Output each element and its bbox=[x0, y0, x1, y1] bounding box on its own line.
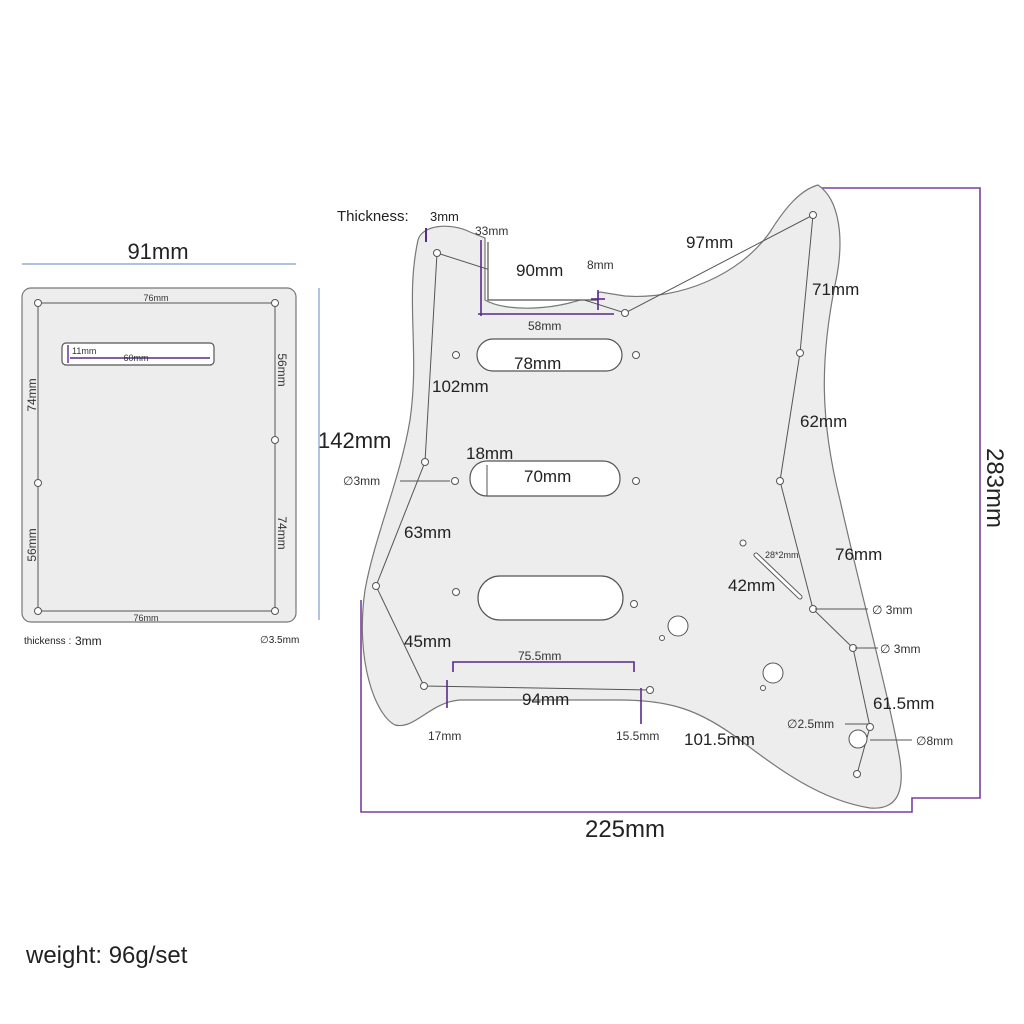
label-94mm: 94mm bbox=[522, 690, 569, 709]
screw-hole bbox=[421, 458, 429, 466]
screw-hole bbox=[34, 299, 42, 307]
back-plate-outline bbox=[21, 287, 297, 623]
back-plate-width-label: 91mm bbox=[127, 239, 188, 264]
screw-hole bbox=[646, 686, 654, 694]
label-15-5mm: 15.5mm bbox=[616, 729, 659, 743]
pickup-screw bbox=[632, 351, 640, 359]
label-102mm: 102mm bbox=[432, 377, 489, 396]
label-8mm: 8mm bbox=[587, 258, 614, 272]
label-71mm: 71mm bbox=[812, 280, 859, 299]
pickup-screw bbox=[630, 600, 638, 608]
label-33mm: 33mm bbox=[475, 224, 508, 238]
screw-hole bbox=[372, 582, 380, 590]
bottom-hole-spacing-label: 76mm bbox=[133, 613, 158, 623]
control-hole bbox=[762, 662, 784, 684]
label-3mm-a: ∅ 3mm bbox=[872, 603, 912, 617]
pickup-slot-bridge bbox=[477, 575, 624, 621]
screw-hole bbox=[809, 211, 817, 219]
label-75-5mm: 75.5mm bbox=[518, 649, 561, 663]
back-plate-slot bbox=[61, 342, 215, 366]
back-plate: 91mm 76mm 76mm 11mm 60mm 74mm 56mm 56mm … bbox=[21, 239, 320, 648]
pickguard-outline bbox=[361, 184, 902, 809]
right-upper-label: 56mm bbox=[275, 353, 289, 386]
left-upper-label: 74mm bbox=[25, 378, 39, 411]
back-plate-screw-frame bbox=[37, 302, 276, 612]
back-plate-hole-diameter: ∅3.5mm bbox=[260, 635, 299, 646]
screw-hole bbox=[796, 349, 804, 357]
label-3mm-left: ∅3mm bbox=[343, 474, 380, 488]
right-lower-label: 74mm bbox=[275, 516, 289, 549]
screw-hole bbox=[271, 436, 279, 444]
pickguard-thickness-label: Thickness: bbox=[337, 208, 409, 225]
top-hole-spacing-label: 76mm bbox=[143, 293, 168, 303]
label-8mm-hole: ∅8mm bbox=[916, 734, 953, 748]
label-101-5mm: 101.5mm bbox=[684, 730, 755, 749]
label-283mm: 283mm bbox=[981, 448, 1008, 528]
pickguard-thickness-value: 3mm bbox=[430, 209, 459, 224]
small-hole bbox=[659, 635, 665, 641]
label-78mm: 78mm bbox=[514, 354, 561, 373]
screw-hole bbox=[866, 723, 874, 731]
screw-hole bbox=[34, 479, 42, 487]
pickguard: Thickness: 3mm 33mm 90mm 8mm 97mm 58mm 7… bbox=[337, 184, 1008, 843]
label-62mm: 62mm bbox=[800, 412, 847, 431]
pickup-screw bbox=[451, 477, 459, 485]
dim-75-5-line bbox=[452, 661, 635, 672]
label-45mm: 45mm bbox=[404, 632, 451, 651]
label-97mm: 97mm bbox=[686, 233, 733, 252]
slot-width-label: 60mm bbox=[123, 353, 148, 363]
screw-hole bbox=[271, 607, 279, 615]
screw-hole bbox=[420, 682, 428, 690]
label-58mm: 58mm bbox=[528, 319, 561, 333]
label-225mm: 225mm bbox=[585, 816, 665, 843]
back-plate-height-label: 142mm bbox=[318, 428, 391, 453]
left-lower-label: 56mm bbox=[25, 528, 39, 561]
screw-hole bbox=[271, 299, 279, 307]
label-70mm: 70mm bbox=[524, 467, 571, 486]
label-18mm: 18mm bbox=[466, 444, 513, 463]
pickguard-dimension-frame bbox=[360, 187, 981, 813]
small-hole bbox=[760, 685, 766, 691]
switch-slot-inner bbox=[754, 553, 802, 599]
screw-hole bbox=[739, 539, 747, 547]
label-63mm: 63mm bbox=[404, 523, 451, 542]
screw-hole bbox=[34, 607, 42, 615]
back-plate-thickness-label: thickenss : bbox=[24, 636, 71, 647]
pickup-screw bbox=[632, 477, 640, 485]
screw-hole bbox=[433, 249, 441, 257]
screw-hole bbox=[776, 477, 784, 485]
label-17mm: 17mm bbox=[428, 729, 461, 743]
slot-height-label: 11mm bbox=[72, 346, 96, 356]
pickup-screw bbox=[452, 588, 460, 596]
label-42mm: 42mm bbox=[728, 576, 775, 595]
pickup-screw bbox=[452, 351, 460, 359]
jack-hole bbox=[848, 729, 868, 749]
pickup-slot-middle bbox=[469, 460, 621, 497]
label-2-5mm: ∅2.5mm bbox=[787, 717, 834, 731]
label-28x2mm: 28*2mm bbox=[765, 550, 799, 560]
screw-hole bbox=[853, 770, 861, 778]
weight-label: weight: 96g/set bbox=[25, 942, 188, 969]
pickup-slot-neck bbox=[476, 338, 623, 372]
screw-hole bbox=[621, 309, 629, 317]
control-hole bbox=[667, 615, 689, 637]
label-61-5mm: 61.5mm bbox=[873, 694, 934, 713]
label-90mm: 90mm bbox=[516, 261, 563, 280]
label-3mm-b: ∅ 3mm bbox=[880, 642, 920, 656]
label-76mm: 76mm bbox=[835, 545, 882, 564]
back-plate-thickness-value: 3mm bbox=[75, 634, 102, 648]
